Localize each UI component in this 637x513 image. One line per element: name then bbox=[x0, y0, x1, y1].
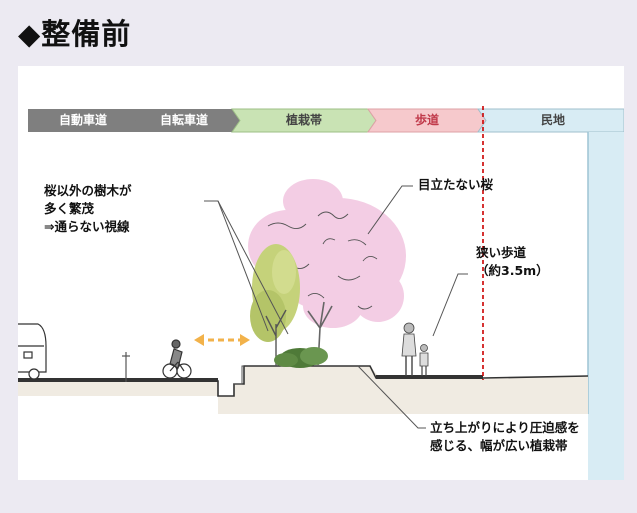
zone-band bbox=[28, 108, 624, 133]
callout-sidewalk-line-2: （約3.5m） bbox=[476, 263, 549, 278]
cyclist-figure bbox=[162, 339, 192, 379]
zone-label-planting: 植栽帯 bbox=[285, 113, 322, 127]
zone-label-bikeway: 自転車道 bbox=[159, 113, 208, 127]
callout-sakura-line-1: 目立たない桜 bbox=[418, 177, 494, 192]
cross-section-panel: 自動車道 自転車道 植栽帯 歩道 民地 桜以外の樹木が 多く繁茂 ⇒通らない視線… bbox=[18, 66, 624, 480]
road-surface bbox=[18, 378, 218, 382]
zone-label-private-land: 民地 bbox=[540, 113, 565, 127]
zone-shape-bikeway bbox=[128, 109, 240, 132]
planter-curb bbox=[234, 365, 244, 385]
zone-shape-road bbox=[28, 109, 142, 132]
shrubs bbox=[274, 347, 328, 368]
ground-body bbox=[18, 366, 588, 414]
callout-sidewalk: 狭い歩道 （約3.5m） bbox=[476, 244, 549, 280]
page-title: ◆整備前 bbox=[18, 17, 132, 51]
ground-section bbox=[18, 365, 589, 414]
sidewalk-surface bbox=[376, 375, 483, 379]
callout-trees-line-2: 多く繁茂 bbox=[44, 201, 95, 216]
zone-shape-private-land bbox=[477, 108, 624, 133]
callout-trees-line-1: 桜以外の樹木が bbox=[44, 183, 132, 198]
line-of-sight-arrow bbox=[194, 334, 250, 346]
callout-planter-line-1: 立ち上がりにより圧迫感を bbox=[430, 420, 580, 435]
zone-label-road: 自動車道 bbox=[58, 113, 107, 127]
car-silhouette bbox=[18, 323, 47, 380]
green-tree bbox=[250, 244, 300, 366]
callout-planter: 立ち上がりにより圧迫感を 感じる、幅が広い植栽帯 bbox=[430, 419, 580, 455]
street-cross-section-illustration bbox=[18, 106, 624, 480]
callout-trees: 桜以外の樹木が 多く繁茂 ⇒通らない視線 bbox=[44, 182, 132, 236]
sign-post bbox=[122, 352, 130, 382]
building bbox=[588, 132, 624, 480]
callout-sidewalk-line-1: 狭い歩道 bbox=[476, 245, 527, 260]
callout-trees-line-3: ⇒通らない視線 bbox=[44, 219, 130, 234]
zone-label-sidewalk: 歩道 bbox=[414, 113, 439, 127]
callout-planter-line-2: 感じる、幅が広い植栽帯 bbox=[430, 438, 568, 453]
callout-sakura: 目立たない桜 bbox=[418, 176, 493, 194]
pedestrians bbox=[401, 322, 429, 376]
leader-lines bbox=[204, 185, 468, 429]
